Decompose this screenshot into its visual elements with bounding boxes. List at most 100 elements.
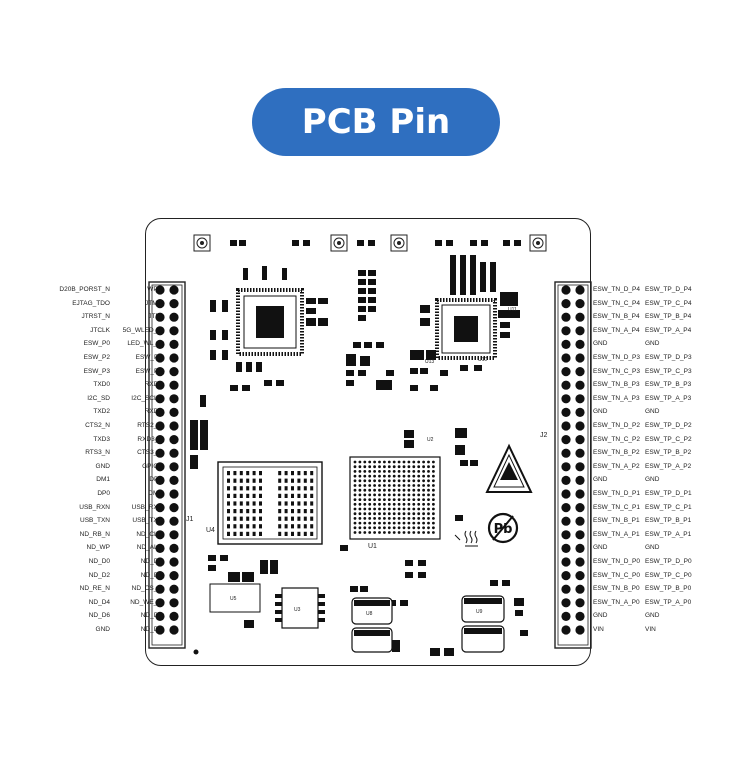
bga-ball xyxy=(353,493,357,497)
bga-ball xyxy=(363,517,367,520)
u4-pad xyxy=(310,531,314,536)
bga-ball xyxy=(422,502,425,506)
bga-ball xyxy=(373,512,376,516)
header-pin xyxy=(169,285,179,295)
j2-right-pin-label: ESW_TP_B_P2 xyxy=(645,449,692,457)
header-pin xyxy=(561,367,571,377)
u4-pad xyxy=(297,471,301,476)
bga-ball xyxy=(412,493,416,497)
bga-ball xyxy=(412,474,416,478)
header-pin xyxy=(561,421,571,431)
bga-ball xyxy=(363,465,367,469)
u9-module xyxy=(461,595,505,653)
bga-ball xyxy=(368,502,372,506)
bga-ball xyxy=(368,465,372,469)
bga-ball xyxy=(397,474,401,478)
bga-ball xyxy=(397,479,401,483)
header-pin xyxy=(169,448,179,458)
j1-left-pin-label: TXD2 xyxy=(93,408,110,416)
u4-pad xyxy=(259,493,262,498)
j2-right-pin-label: GND xyxy=(645,612,660,620)
bga-ball xyxy=(407,470,411,473)
bga-ball xyxy=(392,521,396,525)
bga-ball xyxy=(373,488,376,492)
header-pin xyxy=(155,367,165,377)
bga-ball xyxy=(392,531,396,534)
u4-pad xyxy=(246,501,250,506)
bga-ball xyxy=(422,484,425,487)
j2-right-pin-label: ESW_TP_A_P0 xyxy=(645,598,692,606)
j1-left-pin-label: JTCLK xyxy=(90,326,110,334)
bga-ball xyxy=(412,512,416,516)
bga-ball xyxy=(358,488,362,492)
j1-right-pin-label: RXD3_1 xyxy=(137,435,162,443)
header-pin xyxy=(561,339,571,349)
header-pin xyxy=(169,326,179,336)
u4-pad xyxy=(310,524,314,529)
bga-ball xyxy=(412,507,416,511)
bga-ball xyxy=(402,484,406,487)
header-pin xyxy=(575,339,585,349)
bga-ball xyxy=(407,521,411,525)
j2-right-pin-label: ESW_TP_A_P1 xyxy=(645,530,692,538)
j2-left-pin-label: GND xyxy=(593,612,608,620)
j1-left-pin-label: DP0 xyxy=(97,490,110,497)
j1-right-pin-label: ND_CS_N xyxy=(131,585,162,593)
bga-ball xyxy=(368,517,372,520)
bga-ball xyxy=(383,460,386,464)
j1-left-pin-label: ND_D0 xyxy=(88,558,110,565)
j1-left-pin-label: USB_RXN xyxy=(79,503,110,511)
u4-pad xyxy=(227,509,230,514)
bga-ball xyxy=(402,488,406,492)
bga-ball xyxy=(387,474,391,478)
j2-right-pin-label: ESW_TP_A_P3 xyxy=(645,394,692,402)
j2-right-pin-label: ESW_TP_B_P4 xyxy=(645,313,692,321)
bga-ball xyxy=(397,512,401,516)
header-pin xyxy=(155,339,165,349)
j2-right-pin-label: ESW_TP_A_P2 xyxy=(645,462,692,470)
header-pin xyxy=(155,503,165,513)
j2-left-pin-label: GND xyxy=(593,340,608,348)
header-pin xyxy=(169,543,179,554)
u4-pad xyxy=(297,524,301,529)
u4-pad xyxy=(246,516,250,521)
bga-ball xyxy=(417,493,421,497)
u4-pad xyxy=(233,478,237,483)
bga-ball xyxy=(368,484,372,487)
bga-ball xyxy=(397,484,401,487)
bga-ball xyxy=(363,474,367,478)
bga-ball xyxy=(392,498,396,501)
u4-pad xyxy=(246,509,250,514)
u4-pad xyxy=(284,501,288,506)
silk-u1: U1 xyxy=(368,543,377,550)
u4-pad xyxy=(233,531,237,536)
u4-pad xyxy=(239,524,243,529)
header-pin xyxy=(575,611,585,622)
bga-ball xyxy=(392,465,396,469)
header-pin xyxy=(169,598,179,608)
header-pin xyxy=(561,448,571,458)
bga-ball xyxy=(427,479,430,483)
j1-left-pin-label: ESW_P3 xyxy=(83,367,110,375)
j2-right-pin-label: ESW_TP_D_P4 xyxy=(645,286,692,293)
header-pin xyxy=(575,285,585,295)
header-pin xyxy=(561,625,571,635)
u4-pad xyxy=(227,501,230,506)
j2-left-pin-label: ESW_TN_A_P3 xyxy=(593,394,640,402)
bga-ball xyxy=(407,479,411,483)
u4-pad xyxy=(291,509,294,514)
bga-ball xyxy=(397,526,401,530)
header-pin xyxy=(575,489,585,499)
u4-pad xyxy=(259,501,262,506)
silk-u8: U8 xyxy=(366,611,373,617)
bga-ball xyxy=(353,531,357,534)
pb-free-icon: Pb xyxy=(487,512,519,544)
j1-left-pin-label: ND_RB_N xyxy=(79,530,110,538)
bga-ball xyxy=(422,517,425,520)
bga-ball xyxy=(378,465,381,469)
u4-pad xyxy=(246,493,250,498)
bga-ball xyxy=(432,460,435,464)
bga-ball xyxy=(432,531,435,534)
j1-right-pin-label: RXD0 xyxy=(144,381,162,389)
j2-right-pin-label: GND xyxy=(645,544,660,552)
